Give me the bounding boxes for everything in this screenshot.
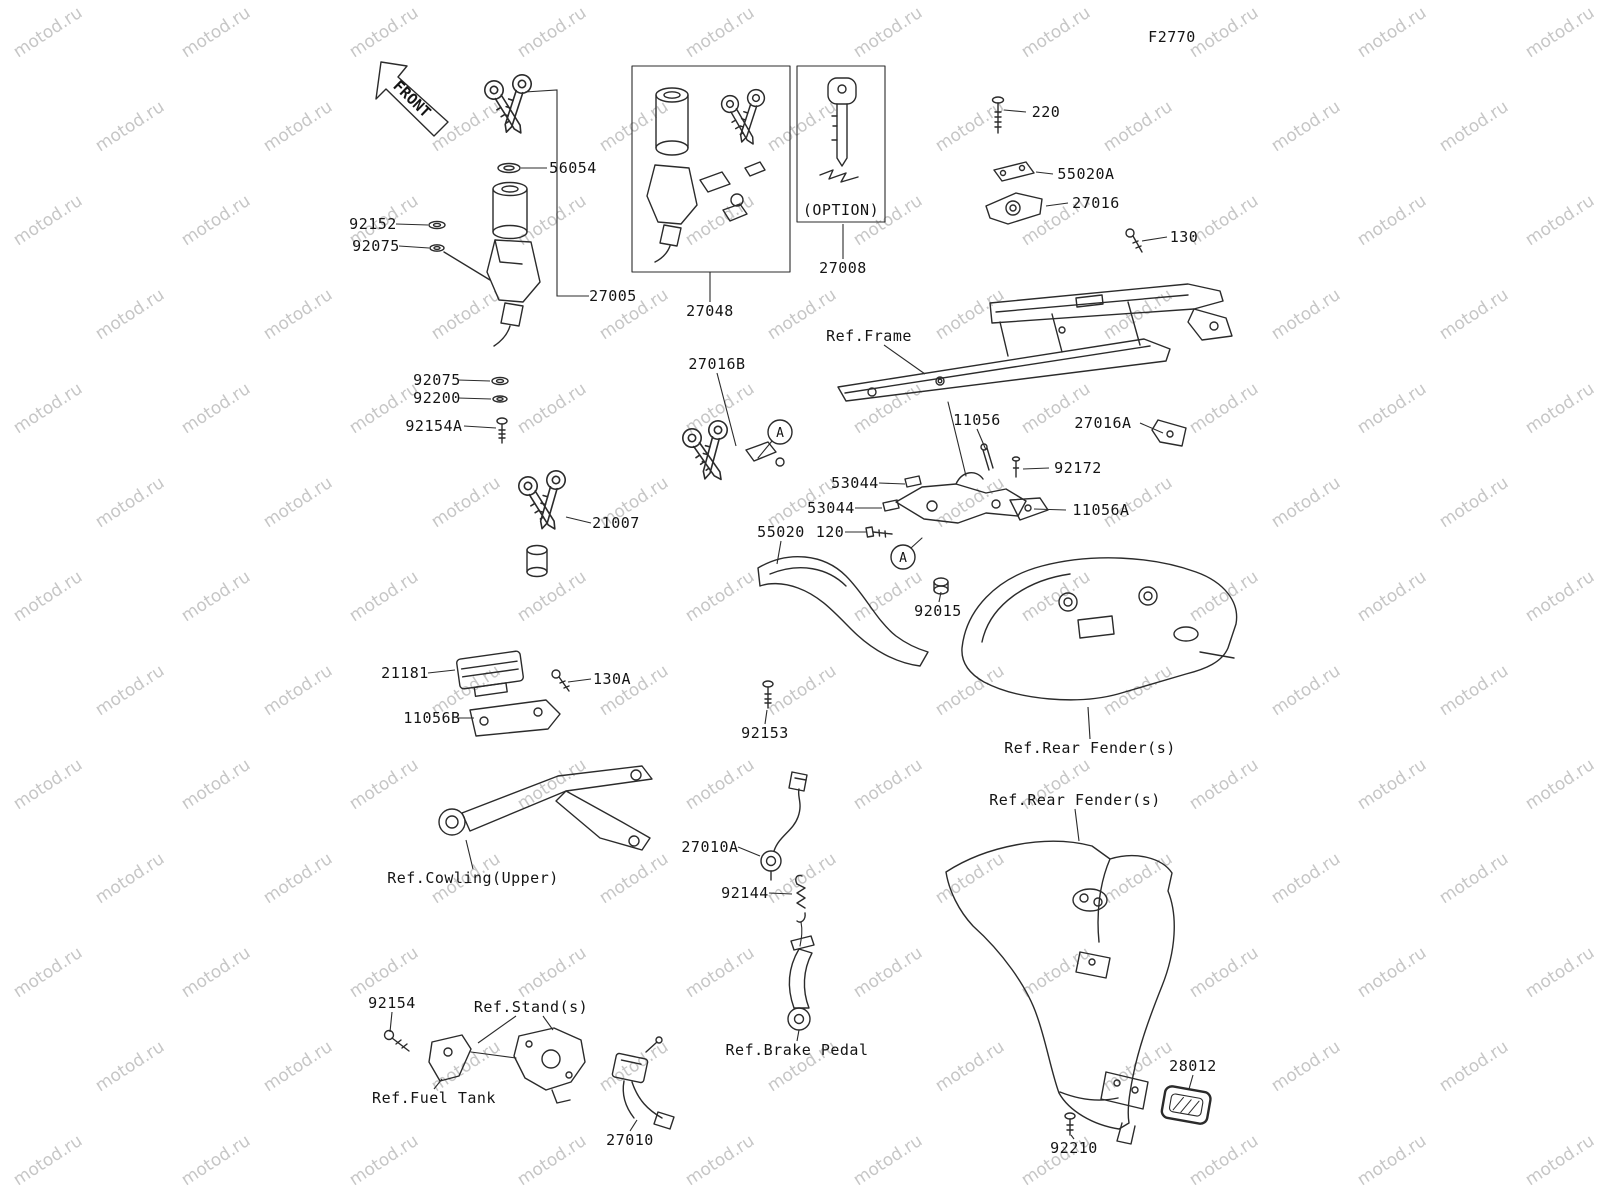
part-drawing-option-key-27008	[796, 65, 886, 223]
part-label-27010a: 27010A	[681, 838, 739, 856]
part-label-220: 220	[1031, 103, 1061, 121]
part-label-92154a: 92154A	[405, 417, 463, 435]
ref-label-frame: Ref.Frame	[826, 327, 912, 345]
part-label-92075-a: 92075	[352, 237, 400, 255]
part-drawing-rear-fender-lower	[945, 840, 1175, 1145]
ref-label-stands: Ref.Stand(s)	[473, 998, 589, 1016]
detail-marker-a-2-label: A	[899, 551, 907, 566]
part-drawing-screw-220	[991, 96, 1005, 134]
part-label-27016a: 27016A	[1074, 414, 1132, 432]
part-drawing-stand-cluster	[383, 1027, 586, 1104]
figure-code: F2770	[1148, 28, 1196, 46]
part-label-27048: 27048	[686, 302, 734, 320]
diagram-artwork: FRONT	[375, 61, 1238, 1145]
part-label-92144: 92144	[721, 884, 769, 902]
part-drawing-ignition-switch-27005	[428, 71, 541, 444]
part-drawing-seat-latch	[865, 443, 1049, 595]
part-label-92153: 92153	[741, 724, 789, 742]
part-drawing-switch-27010a	[760, 771, 808, 881]
part-drawing-switch-assembly-27048	[631, 65, 791, 273]
part-drawing-rear-fender-upper	[961, 557, 1238, 701]
part-label-120: 120	[815, 523, 845, 541]
part-label-21007: 21007	[592, 514, 640, 532]
part-label-53044-b: 53044	[807, 499, 855, 517]
part-drawing-immobilizer-27016	[985, 192, 1043, 225]
detail-marker-a-2: A	[890, 537, 923, 570]
part-label-27016: 27016	[1072, 194, 1120, 212]
part-drawing-cowling-stay	[438, 765, 653, 851]
ref-label-rear-fender-upper: Ref.Rear Fender(s)	[1004, 739, 1176, 757]
part-drawing-screw-92210	[1064, 1112, 1076, 1136]
part-drawing-reflector-28012	[1160, 1085, 1212, 1125]
part-label-27016b: 27016B	[688, 355, 746, 373]
part-label-11056b: 11056B	[403, 709, 461, 727]
part-drawing-key-27016b	[678, 417, 785, 486]
ref-label-fuel-tank: Ref.Fuel Tank	[372, 1089, 496, 1107]
part-label-53044-a: 53044	[831, 474, 879, 492]
part-label-92172: 92172	[1054, 459, 1102, 477]
part-label-27010: 27010	[606, 1131, 654, 1149]
part-label-21181: 21181	[381, 664, 429, 682]
part-drawing-key-21007	[514, 467, 569, 578]
part-label-92200: 92200	[413, 389, 461, 407]
part-label-27008: 27008	[819, 259, 867, 277]
ref-label-rear-fender-lower: Ref.Rear Fender(s)	[989, 791, 1161, 809]
part-label-92152: 92152	[349, 215, 397, 233]
part-label-92015: 92015	[914, 602, 962, 620]
part-label-92154: 92154	[368, 994, 416, 1012]
part-label-27005: 27005	[589, 287, 637, 305]
part-drawing-ecu-21181	[456, 650, 570, 737]
part-drawing-frame	[837, 283, 1233, 477]
part-label-11056: 11056	[953, 411, 1001, 429]
part-drawing-cover-55020	[757, 556, 929, 667]
part-drawing-clamp-55020a	[993, 161, 1035, 182]
detail-marker-a-1: A	[757, 419, 793, 459]
part-label-55020a: 55020A	[1057, 165, 1115, 183]
part-label-130: 130	[1169, 228, 1199, 246]
part-label-130a: 130A	[592, 670, 632, 688]
ref-label-brake-pedal: Ref.Brake Pedal	[725, 1041, 869, 1059]
detail-marker-a-1-label: A	[776, 426, 784, 441]
part-drawing-switch-27010	[611, 1036, 675, 1130]
part-drawing-spring-92144	[795, 874, 806, 947]
part-drawing-screw-92153	[762, 680, 774, 709]
part-label-28012: 28012	[1169, 1057, 1217, 1075]
part-label-92210: 92210	[1050, 1139, 1098, 1157]
part-label-56054: 56054	[549, 159, 597, 177]
part-label-55020: 55020	[757, 523, 805, 541]
part-drawing-screw-130	[1125, 228, 1143, 253]
leader-lines	[389, 89, 1194, 1140]
option-label: (OPTION)	[802, 201, 880, 219]
ref-label-cowling-upper: Ref.Cowling(Upper)	[387, 869, 559, 887]
part-label-11056a: 11056A	[1072, 501, 1130, 519]
part-label-92075-b: 92075	[413, 371, 461, 389]
